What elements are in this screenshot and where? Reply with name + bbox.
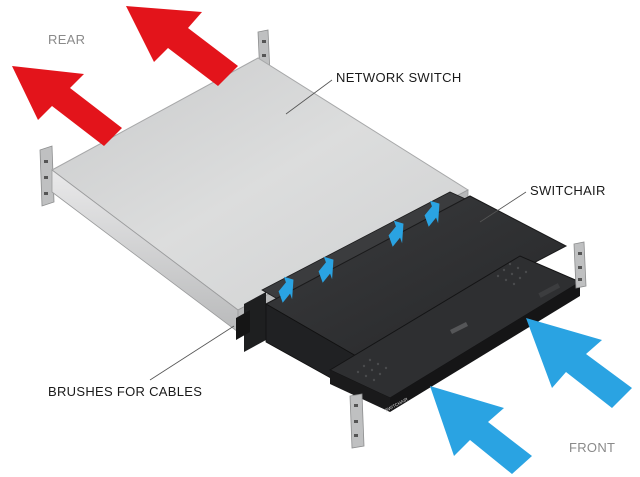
- leader-network-switch: [285, 79, 333, 115]
- inner-arrow-2: [318, 256, 334, 283]
- front-label: FRONT: [569, 440, 616, 455]
- inner-arrow-1: [278, 276, 294, 303]
- leader-brushes: [149, 325, 235, 381]
- leader-lines: [149, 79, 527, 381]
- inner-arrow-3: [388, 220, 404, 247]
- rack-ear-rear-left: [39, 145, 55, 207]
- front-airflow-arrows: [430, 318, 632, 474]
- switchair-label: SWITCHAIR: [530, 183, 606, 198]
- rear-arrow-left: [12, 66, 122, 146]
- cable-brushes: [236, 292, 266, 352]
- inner-arrow-4: [424, 200, 440, 227]
- rear-arrow-right: [126, 6, 238, 86]
- rear-label: REAR: [48, 32, 86, 47]
- front-arrow-right: [526, 318, 632, 408]
- brushes-label: BRUSHES FOR CABLES: [48, 384, 203, 399]
- rear-airflow-arrows: [12, 6, 238, 146]
- leader-switchair: [479, 191, 527, 223]
- switchair-unit: [261, 191, 582, 412]
- rack-ear-front-left: [349, 393, 365, 449]
- front-arrow-left: [430, 386, 532, 474]
- rack-ear-front-right: [573, 241, 587, 289]
- inner-airflow-arrows: [278, 200, 440, 303]
- network-switch-label: NETWORK SWITCH: [336, 70, 462, 85]
